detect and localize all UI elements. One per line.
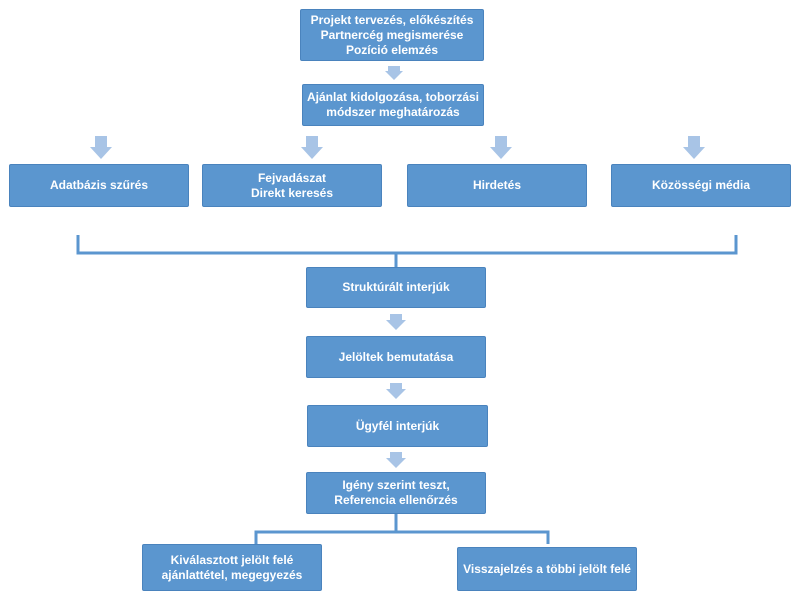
step-testing-line2: Referencia ellenőrzés: [334, 493, 458, 507]
outcome-selected-candidate: Kiválasztott jelölt felé ajánlattétel, m…: [142, 544, 322, 591]
method-headhunting: Fejvadászat Direkt keresés: [202, 164, 382, 207]
step-project-planning-line3: Pozíció elemzés: [345, 42, 439, 57]
step-candidate-presentation-label: Jelöltek bemutatása: [338, 349, 454, 364]
method-social-media-label: Közösségi média: [651, 178, 751, 192]
outcome-feedback-label: Visszajelzés a többi jelölt felé: [463, 561, 631, 576]
step-project-planning-line1: Projekt tervezés, előkészítés: [310, 12, 474, 27]
step-testing: Igény szerint teszt, Referencia ellenőrz…: [306, 472, 486, 514]
step-testing-line1: Igény szerint teszt,: [342, 478, 450, 492]
step-structured-interview: Struktúrált interjúk: [306, 267, 486, 308]
step-candidate-presentation: Jelöltek bemutatása: [306, 336, 486, 378]
method-database: Adatbázis szűrés: [9, 164, 189, 207]
method-headhunting-line1: Fejvadászat: [257, 170, 327, 185]
merge-bracket: [76, 235, 738, 267]
split-bracket: [254, 514, 550, 544]
step-client-interview-label: Ügyfél interjúk: [355, 418, 440, 433]
step-project-planning-line2: Partnercég megismerése: [320, 27, 464, 42]
method-headhunting-line2: Direkt keresés: [250, 185, 334, 200]
outcome-selected-line1: Kiválasztott jelölt felé: [170, 552, 294, 567]
outcome-selected-line2: ajánlattétel, megegyezés: [161, 567, 303, 582]
step-offer-line2: módszer meghatározás: [326, 105, 460, 119]
step-offer: Ajánlat kidolgozása, toborzási módszer m…: [302, 84, 484, 126]
outcome-feedback: Visszajelzés a többi jelölt felé: [457, 547, 637, 591]
step-project-planning: Projekt tervezés, előkészítés Partnercég…: [300, 9, 484, 61]
step-offer-line1: Ajánlat kidolgozása, toborzási: [306, 90, 480, 104]
step-client-interview: Ügyfél interjúk: [307, 405, 488, 447]
method-database-label: Adatbázis szűrés: [49, 178, 149, 192]
method-advertisement: Hirdetés: [407, 164, 587, 207]
method-social-media: Közösségi média: [611, 164, 791, 207]
method-advertisement-label: Hirdetés: [472, 178, 522, 192]
step-structured-interview-label: Struktúrált interjúk: [342, 280, 450, 294]
